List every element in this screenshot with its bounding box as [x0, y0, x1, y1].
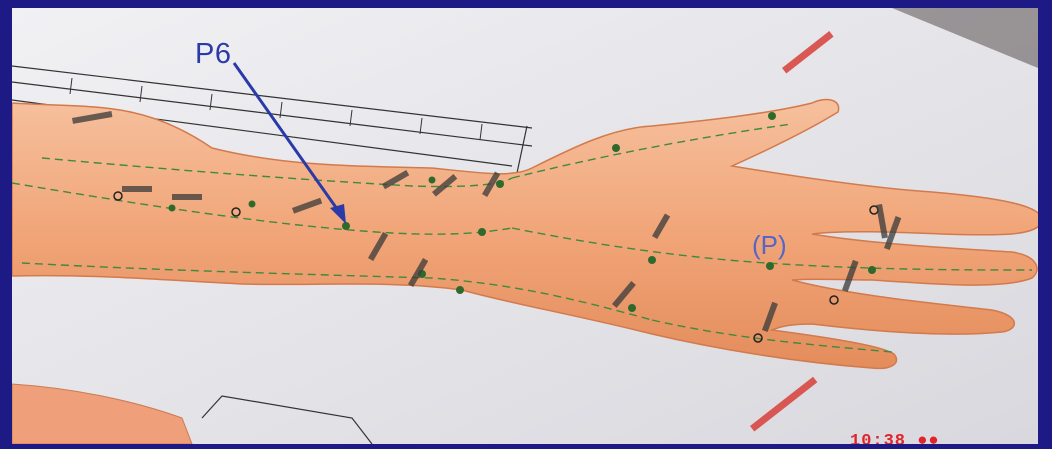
acupuncture-chart-photo: P6 (P) 10:38 ●●: [12, 8, 1038, 444]
p6-point-label: P6: [195, 38, 231, 71]
arm-hand-illustration: [12, 8, 1038, 444]
photo-timestamp: 10:38 ●●: [850, 432, 940, 444]
palm-point-label: (P): [752, 230, 787, 261]
